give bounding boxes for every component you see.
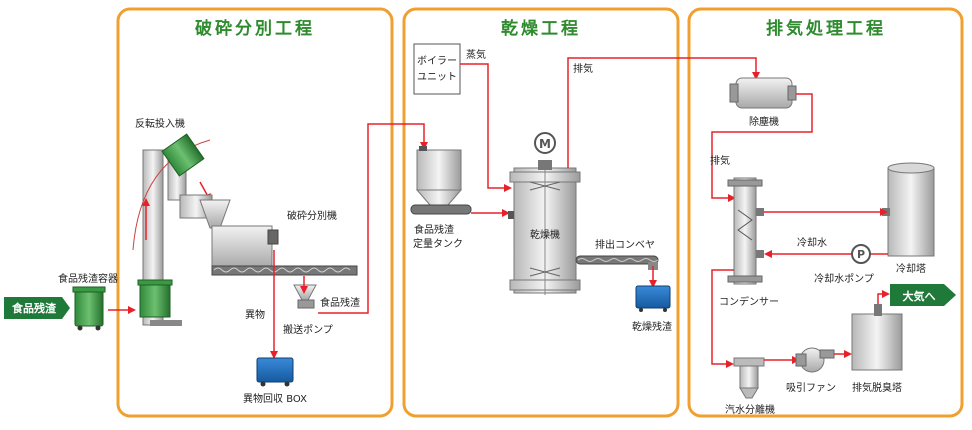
food-waste-2-label: 食品残渣 <box>320 296 360 309</box>
condenser-label: コンデンサー <box>719 295 779 308</box>
suction-fan-label: 吸引ファン <box>786 382 836 394</box>
flow-to-separator <box>711 269 734 368</box>
foreign-matter-label: 異物 <box>245 308 265 321</box>
tank-label-1: 食品残渣 <box>414 223 454 236</box>
flow-dryer-exhaust <box>567 57 760 168</box>
flow-to-atmosphere <box>877 290 890 304</box>
boiler-unit-box: ボイラー ユニット <box>413 43 461 95</box>
crushing-section-frame <box>116 7 394 418</box>
boiler-unit-label-2: ユニット <box>417 72 457 83</box>
to-atmosphere-badge: 大気へ <box>890 284 956 306</box>
foreign-box-label: 異物回収 BOX <box>243 392 307 405</box>
cooling-tower-icon <box>882 162 935 257</box>
crushing-section-title: 破砕分別工程 <box>195 18 315 39</box>
exhaust-dryer-label: 排気 <box>573 62 593 75</box>
pump-symbol: P <box>857 248 865 261</box>
deodorizer-label: 排気脱臭塔 <box>852 381 902 394</box>
flow-to-tank <box>318 123 428 314</box>
dryer-label: 乾燥機 <box>530 228 560 241</box>
foreign-box-icon <box>256 357 294 387</box>
tank-label-2: 定量タンク <box>413 237 463 250</box>
food-waste-badge: 食品残渣 <box>4 297 70 319</box>
food-waste-container-icon <box>72 286 106 331</box>
crusher-separator-label: 破砕分別機 <box>287 209 337 222</box>
dust-collector-icon <box>729 77 797 109</box>
drying-section-frame <box>402 7 680 418</box>
deodorizer-tower-icon <box>851 304 903 371</box>
exhaust-section-title: 排気処理工程 <box>766 18 886 39</box>
exhaust-2-label: 排気 <box>710 154 730 167</box>
reverse-loader-icon <box>132 133 211 326</box>
cooling-tower-label: 冷却塔 <box>896 262 926 275</box>
flow-to-condenser <box>711 93 813 202</box>
to-atmosphere-label: 大気へ <box>903 289 936 303</box>
discharge-conveyor-icon <box>575 255 659 270</box>
separator-icon <box>733 357 765 399</box>
drying-section-title: 乾燥工程 <box>501 18 581 39</box>
cooling-pump-icon: P <box>851 244 871 264</box>
food-waste-tank-icon <box>410 146 472 215</box>
dried-residue-label: 乾燥残渣 <box>632 320 672 333</box>
motor-icon: M <box>534 132 556 154</box>
exhaust-section-frame <box>687 7 964 418</box>
steam-label: 蒸気 <box>466 48 486 61</box>
reverse-loader-label: 反転投入機 <box>135 117 185 130</box>
boiler-unit-label-1: ボイラー <box>417 55 457 67</box>
separator-label: 汽水分離機 <box>725 403 775 416</box>
transfer-pump-label: 搬送ポンプ <box>283 323 333 336</box>
cooling-pump-label: 冷却水ポンプ <box>814 272 874 285</box>
cooling-water-label: 冷却水 <box>797 236 827 249</box>
condenser-icon <box>727 177 764 285</box>
dryer-icon <box>508 160 581 295</box>
flow-steam <box>460 63 512 192</box>
dried-residue-box-icon <box>635 285 671 312</box>
transfer-pump-icon <box>293 284 317 309</box>
crusher-separator-icon <box>179 194 358 276</box>
discharge-conveyor-label: 排出コンベヤ <box>595 238 655 251</box>
food-waste-container-label: 食品残渣容器 <box>58 272 118 285</box>
motor-label: M <box>539 137 551 151</box>
suction-fan-icon <box>795 347 835 373</box>
food-waste-badge-label: 食品残渣 <box>12 301 57 315</box>
dust-collector-label: 除塵機 <box>749 115 779 128</box>
